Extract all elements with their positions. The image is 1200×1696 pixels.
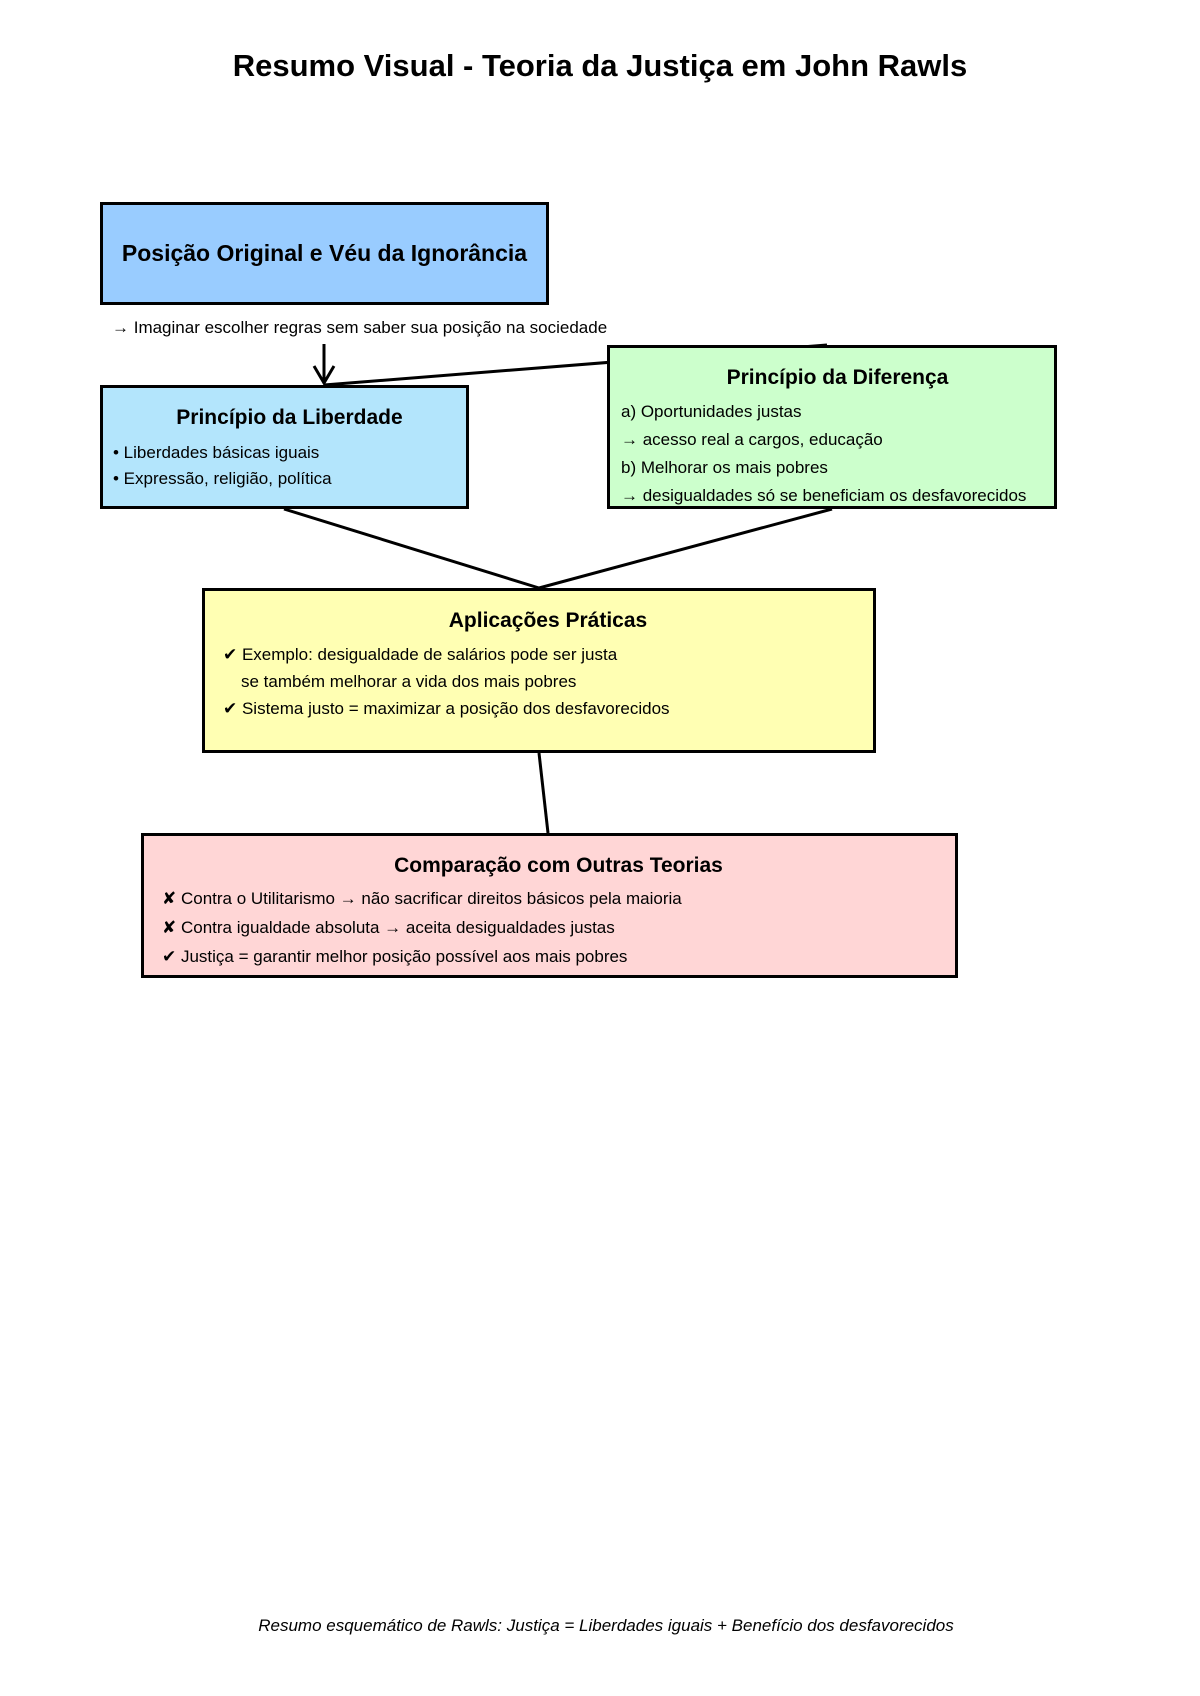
- posicao-original-heading: Posição Original e Véu da Ignorância: [121, 240, 528, 266]
- liberdade-item: • Liberdades básicas iguais: [113, 443, 320, 462]
- diferenca-item: b) Melhorar os mais pobres: [621, 458, 828, 477]
- arrow-head-icon: [312, 365, 336, 386]
- aplicacoes-item: ✔ Sistema justo = maximizar a posição do…: [223, 699, 670, 718]
- comparacao-item: ✔ Justiça = garantir melhor posição poss…: [162, 947, 628, 966]
- aplicacoes-praticas-box: Aplicações Práticas ✔ Exemplo: desiguald…: [202, 588, 876, 753]
- principio-liberdade-box: Princípio da Liberdade • Liberdades bási…: [100, 385, 469, 509]
- principio-diferenca-heading: Princípio da Diferença: [726, 366, 949, 389]
- comparacao-teorias-box: Comparação com Outras Teorias ✘ Contra o…: [141, 833, 958, 978]
- principio-liberdade-heading: Princípio da Liberdade: [176, 406, 403, 429]
- posicao-original-note: → Imaginar escolher regras sem saber sua…: [112, 318, 608, 337]
- liberdade-item: • Expressão, religião, política: [113, 469, 332, 488]
- comparacao-teorias-heading: Comparação com Outras Teorias: [394, 854, 723, 877]
- diferenca-item: → desigualdades só se beneficiam os desf…: [621, 486, 1027, 505]
- aplicacoes-item: ✔ Exemplo: desigualdade de salários pode…: [223, 645, 618, 664]
- principio-diferenca-box: Princípio da Diferença a) Oportunidades …: [607, 345, 1057, 509]
- footer-caption: Resumo esquemático de Rawls: Justiça = L…: [258, 1616, 954, 1635]
- connector-diferenca-to-aplicacoes: [538, 507, 833, 590]
- posicao-original-box: Posição Original e Véu da Ignorância: [100, 202, 549, 305]
- connector-liberdade-to-aplicacoes: [283, 507, 540, 590]
- comparacao-item: ✘ Contra o Utilitarismo → não sacrificar…: [162, 889, 682, 908]
- page-title: Resumo Visual - Teoria da Justiça em Joh…: [232, 48, 968, 83]
- diferenca-item: → acesso real a cargos, educação: [621, 430, 883, 449]
- diferenca-item: a) Oportunidades justas: [621, 402, 802, 421]
- aplicacoes-praticas-heading: Aplicações Práticas: [448, 609, 648, 632]
- aplicacoes-item: se também melhorar a vida dos mais pobre…: [241, 672, 577, 691]
- comparacao-item: ✘ Contra igualdade absoluta → aceita des…: [162, 918, 615, 937]
- connector-aplicacoes-to-comparacao: [537, 752, 550, 834]
